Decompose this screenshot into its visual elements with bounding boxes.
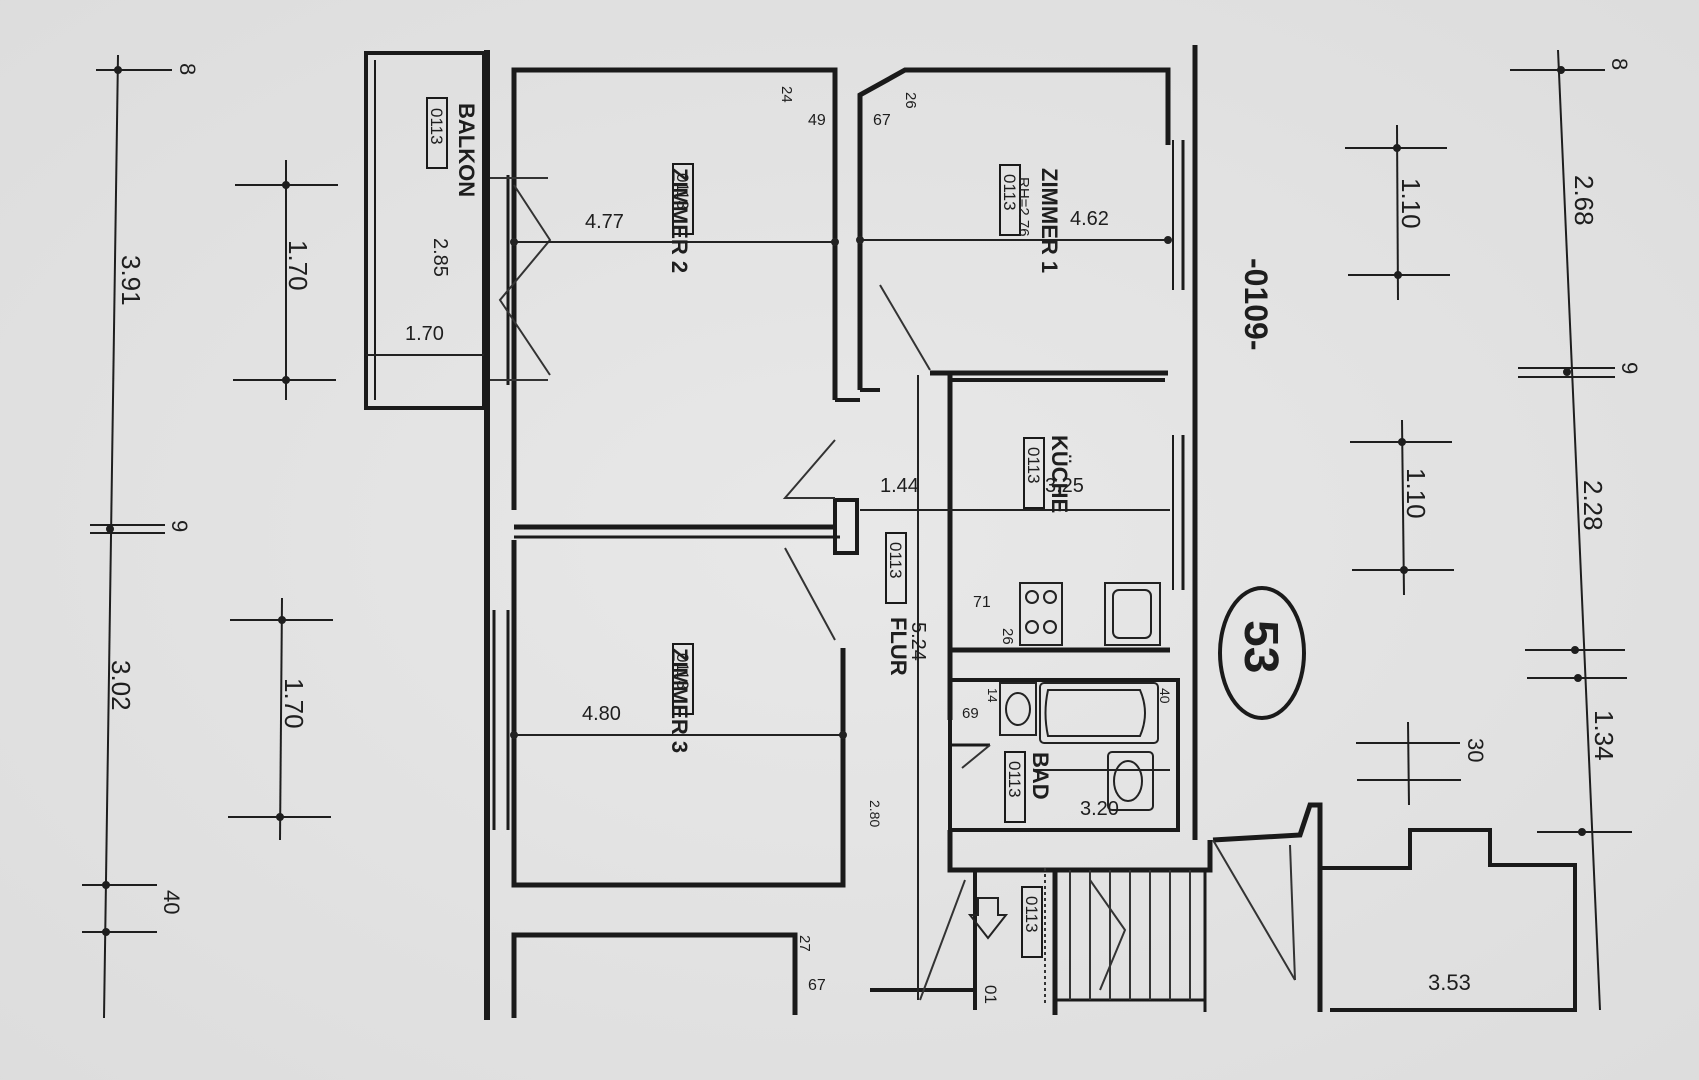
room-code-partial: 01 [981, 985, 1000, 1004]
left-dim-seg1: 3.91 [116, 255, 146, 306]
room-code-boxes [426, 97, 1045, 958]
room-name-kueche: KÜCHE [1047, 435, 1072, 513]
right-window-3: 30 [1463, 738, 1488, 762]
door-swings [490, 177, 1296, 1005]
room-name-balkon: BALKON [454, 103, 479, 197]
zimmer3-width: 4.80 [582, 703, 621, 725]
bathtub [1039, 682, 1159, 744]
left-dim-bottom: 40 [159, 890, 184, 914]
right-window-2: 1.10 [1401, 468, 1431, 519]
room-name-zimmer3: ZIMMER 3 [667, 648, 692, 753]
room-code-bad: 0113 [1005, 761, 1024, 798]
room-name-zimmer1: ZIMMER 1 [1037, 168, 1062, 273]
room-code-zimmer3: 0113 [673, 653, 692, 690]
right-window-1: 1.10 [1396, 178, 1426, 229]
room-code-kueche: 0113 [1024, 447, 1043, 484]
room-code-balkon: 0113 [427, 108, 446, 145]
kitchen-sink [1104, 582, 1161, 646]
room-name-flur: FLUR [886, 617, 911, 676]
kueche-corner-b: 26 [999, 628, 1016, 645]
floor-code: -0109- [1238, 258, 1274, 351]
bad-corner-b: 14 [985, 688, 1000, 702]
bad-width: 3.20 [1080, 798, 1119, 820]
zimmer2-corner-a: 24 [778, 86, 795, 103]
right-dim-seg1: 2.68 [1569, 175, 1599, 226]
zimmer2-width: 4.77 [585, 211, 624, 233]
room-dimension-lines [366, 236, 1172, 1000]
right-dim-mid: 9 [1617, 362, 1642, 374]
labels: BALKON ZIMMER 2 ZIMMER 1 KÜCHE FLUR ZIMM… [106, 58, 1642, 1004]
flur-width: 1.44 [880, 475, 919, 497]
zimmer1-corner-b: 67 [873, 112, 891, 129]
zimmer1-width: 4.62 [1070, 208, 1109, 230]
left-window-2: 1.70 [279, 678, 309, 729]
toilet [1107, 751, 1154, 811]
lower-corner-b: 67 [808, 977, 826, 994]
room-code-flur: 0113 [886, 542, 905, 579]
zimmer2-corner-b: 49 [808, 112, 826, 129]
balkon-width: 2.85 [429, 238, 451, 277]
unit-number-badge [1218, 586, 1306, 720]
right-dim-top: 8 [1607, 58, 1632, 70]
room-code-zimmer1: 0113 [1000, 174, 1019, 211]
left-window-dimensions [228, 160, 338, 841]
bad-corner-a: 69 [962, 705, 979, 722]
bad-corner-c: 40 [1157, 688, 1173, 704]
balkon-depth: 1.70 [405, 323, 444, 345]
zimmer1-corner-a: 26 [902, 92, 919, 109]
left-dim-seg2: 3.02 [106, 660, 136, 711]
room-code-treppe: 0113 [1022, 896, 1041, 933]
bathroom-washbasin [999, 682, 1037, 736]
left-window-1: 1.70 [283, 240, 313, 291]
right-dim-seg2: 2.28 [1578, 480, 1608, 531]
lower-corner-a: 27 [796, 935, 813, 952]
staircase [1069, 870, 1191, 1000]
kitchen-stove [1019, 582, 1063, 646]
room-code-zimmer2: 0113 [673, 173, 692, 210]
right-room-width: 3.53 [1428, 970, 1471, 995]
kueche-corner-a: 71 [973, 594, 991, 611]
unit-number: 53 [1234, 620, 1287, 673]
entry-arrow-icon [967, 897, 1009, 940]
flur-small: 2.80 [867, 800, 883, 827]
room-name-zimmer2: ZIMMER 2 [667, 168, 692, 273]
right-dimension-chain [1510, 49, 1632, 1011]
kueche-width: 3.25 [1045, 475, 1084, 497]
right-dim-seg3: 1.34 [1589, 710, 1619, 761]
flur-length: 5.24 [907, 622, 929, 661]
right-window-dimensions [1345, 124, 1461, 806]
walls [364, 45, 1577, 1020]
zimmer1-height-note: RH=2.76 [1015, 177, 1032, 237]
room-name-bad: BAD [1028, 752, 1053, 800]
left-dim-mid: 9 [167, 520, 192, 532]
left-dimension-chain [82, 54, 172, 1019]
left-dim-top: 8 [175, 63, 200, 75]
